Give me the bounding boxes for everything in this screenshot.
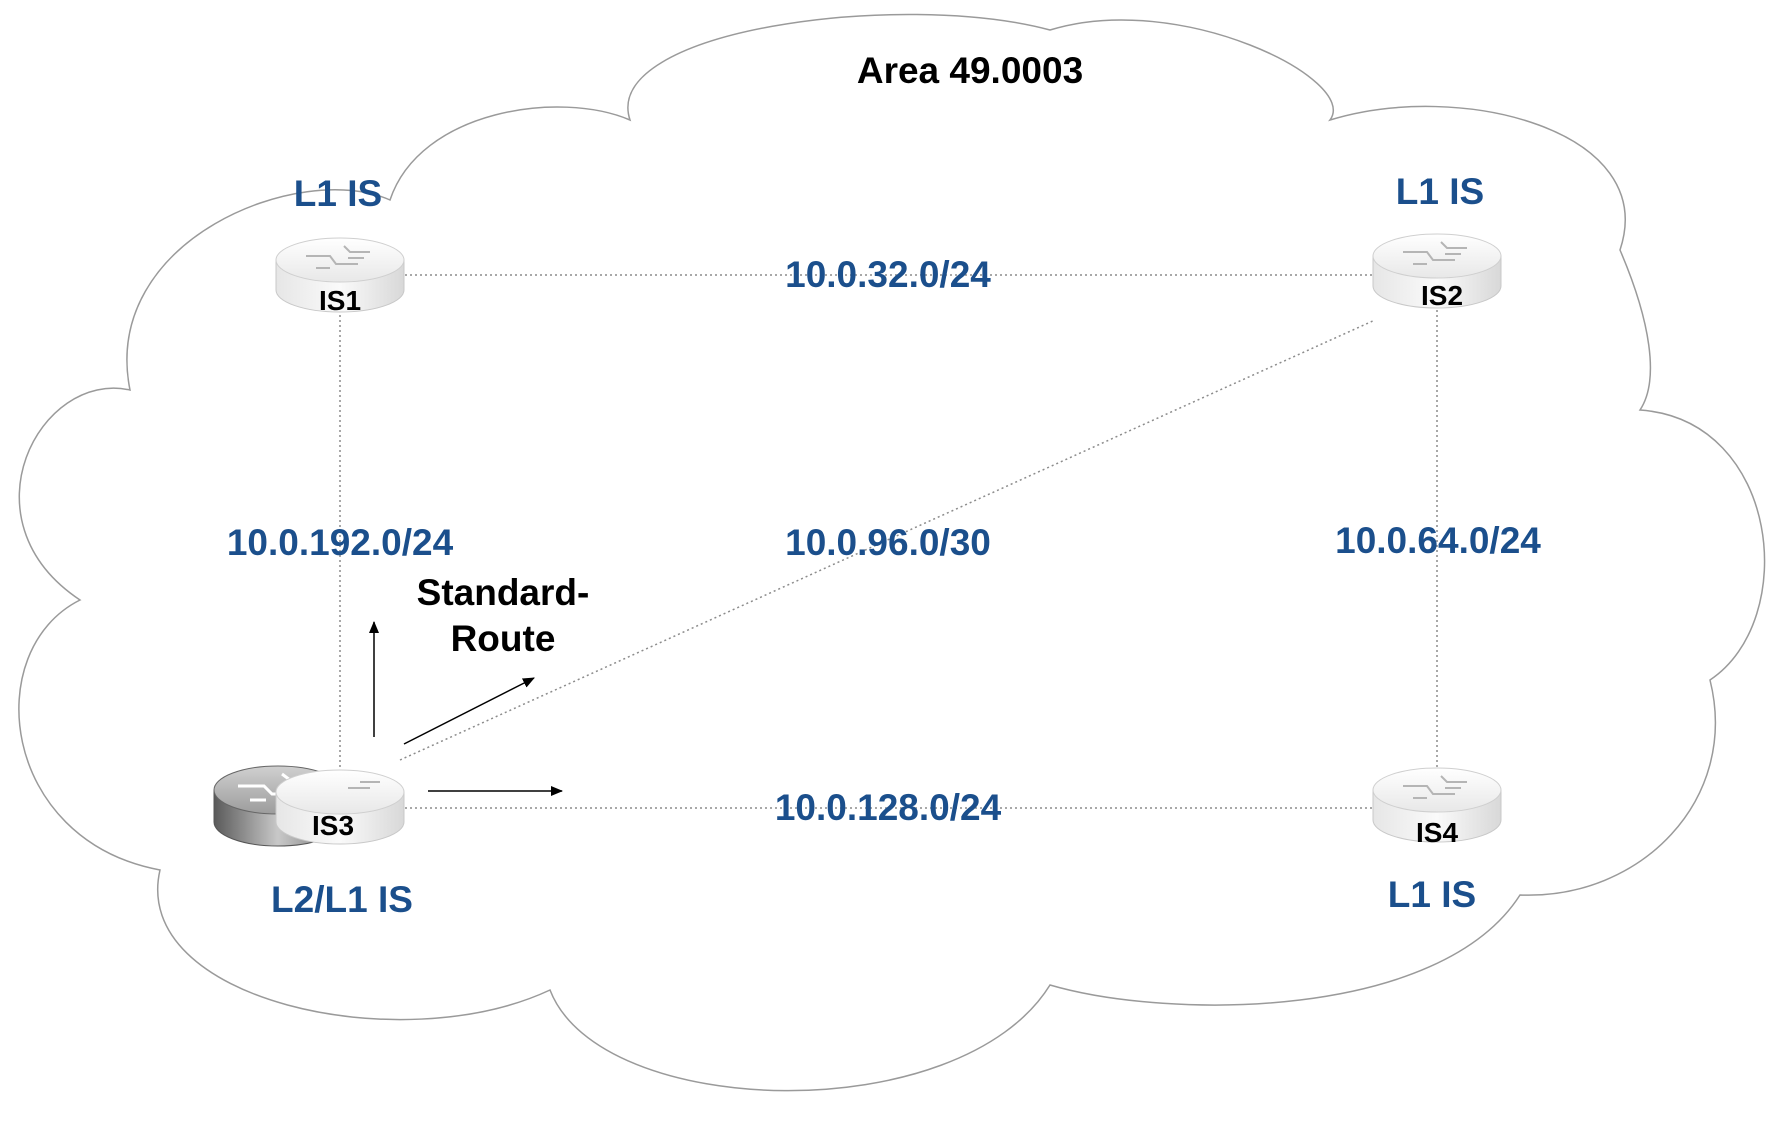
route-arrows — [369, 621, 563, 796]
router-is3-l1-unit — [275, 769, 405, 845]
router-name-is3: IS3 — [312, 810, 354, 841]
link-label-is1-is3: 10.0.192.0/24 — [227, 522, 454, 563]
area-cloud-outline — [18, 13, 1766, 1092]
link-label-is2-is4: 10.0.64.0/24 — [1335, 520, 1541, 561]
link-label-is3-is2: 10.0.96.0/30 — [785, 522, 991, 563]
router-arrows-icon — [306, 245, 370, 269]
router-is1[interactable] — [275, 237, 405, 313]
router-name-is4: IS4 — [1416, 817, 1458, 848]
area-title: Area 49.0003 — [857, 50, 1083, 91]
arrow-diagonal — [403, 677, 535, 745]
router-role-is3: L2/L1 IS — [271, 879, 413, 920]
links — [339, 274, 1438, 809]
annotation-line2: Route — [451, 618, 556, 659]
router-role-is2: L1 IS — [1396, 171, 1484, 212]
router-is3[interactable] — [213, 765, 405, 847]
router-is4[interactable] — [1372, 767, 1502, 843]
annotation-line1: Standard- — [417, 572, 590, 613]
router-role-is1: L1 IS — [294, 173, 382, 214]
router-is2[interactable] — [1372, 233, 1502, 309]
link-label-is1-is2: 10.0.32.0/24 — [785, 254, 991, 295]
router-arrows-icon — [348, 781, 380, 789]
link-label-is3-is4: 10.0.128.0/24 — [775, 787, 1002, 828]
link-is3-is2 — [399, 319, 1376, 761]
router-arrows-icon — [1403, 775, 1467, 799]
router-name-is2: IS2 — [1421, 280, 1463, 311]
router-arrows-icon — [1403, 241, 1467, 265]
router-name-is1: IS1 — [319, 285, 361, 316]
router-role-is4: L1 IS — [1388, 874, 1476, 915]
